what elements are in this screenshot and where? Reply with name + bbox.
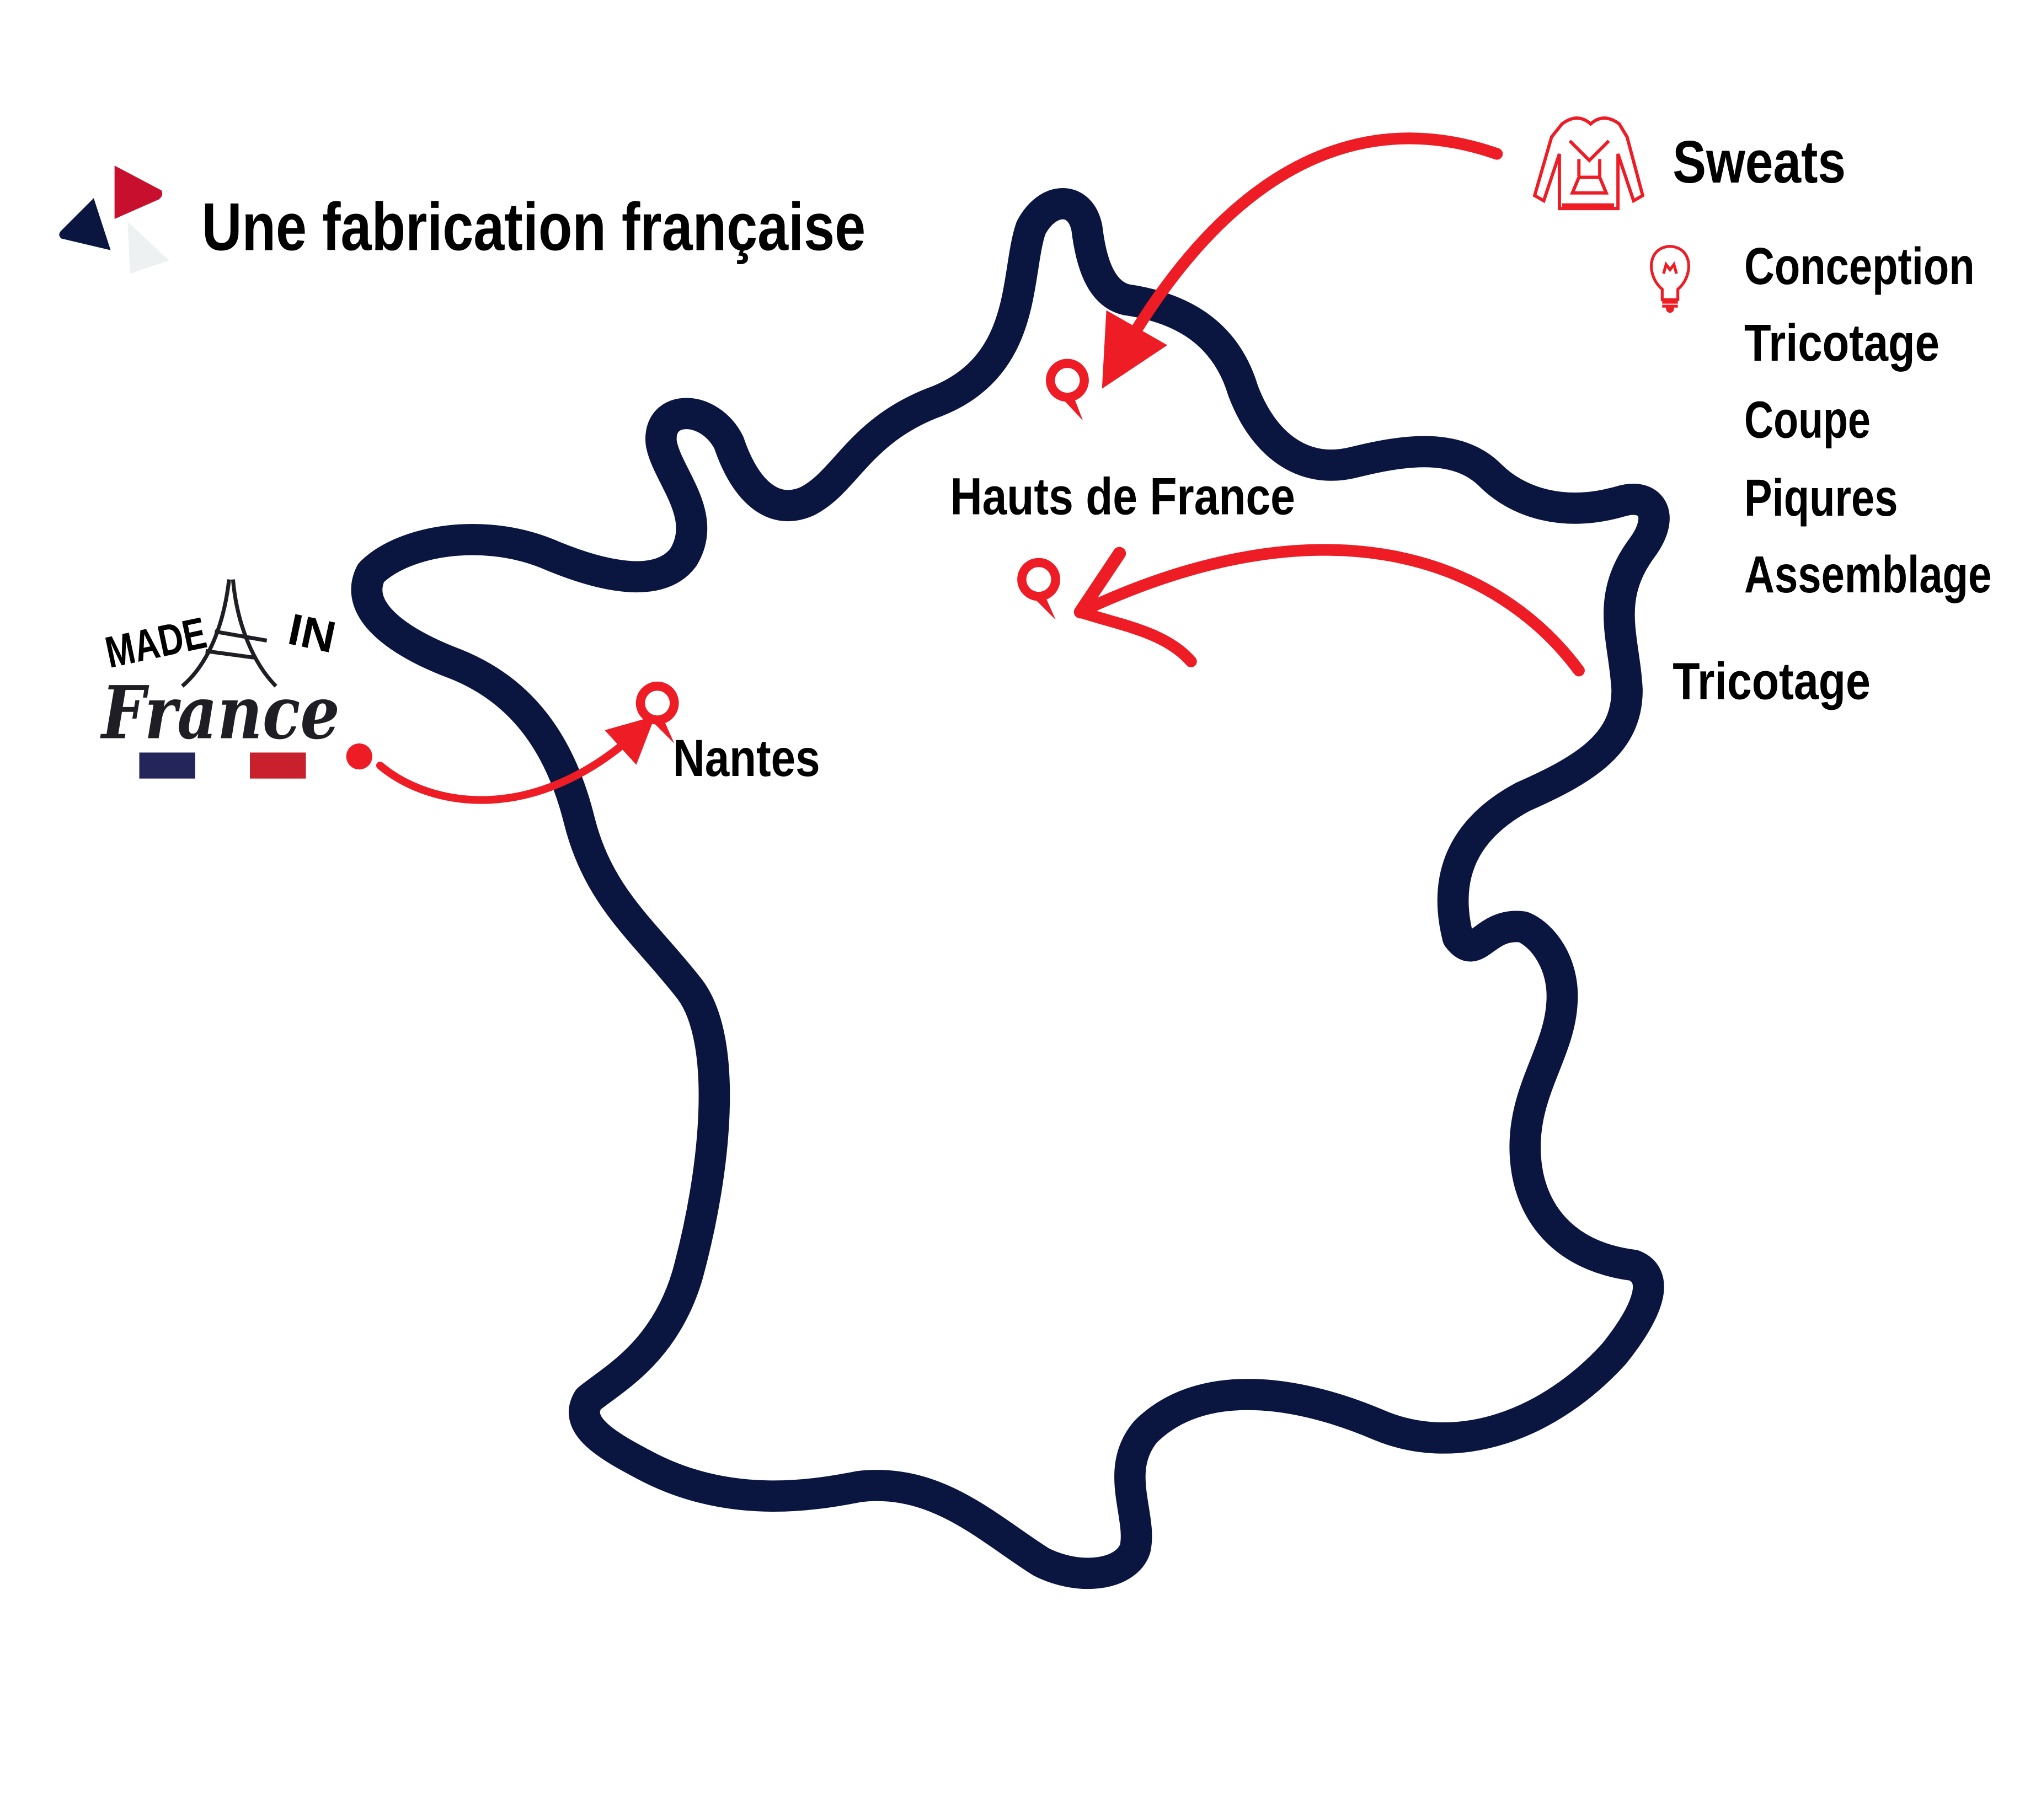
pin-hauts-de-france-icon — [1046, 358, 1089, 421]
page-title: Une fabrication française — [202, 190, 865, 265]
step-item: Coupe — [1744, 391, 1871, 449]
arrow-made-in-france-to-nantes — [376, 716, 655, 804]
location-label-nantes: Nantes — [673, 730, 820, 788]
step-item: Tricotage — [1744, 314, 1940, 372]
steps-list: Conception Tricotage Coupe Piqures Assem… — [1744, 238, 1991, 604]
location-label-hauts-de-france: Hauts de France — [950, 468, 1295, 526]
step-item: Conception — [1744, 238, 1975, 296]
brand-logo-icon — [59, 165, 169, 274]
origin-dot — [346, 743, 372, 770]
france-map-outline — [351, 188, 1670, 1589]
pin-nantes-icon — [635, 681, 679, 743]
step-item: Assemblage — [1744, 546, 1991, 604]
lightbulb-icon — [1650, 244, 1690, 313]
product-label: Sweats — [1673, 129, 1846, 196]
arrow-sweats-to-hauts-de-france — [1102, 132, 1503, 389]
eiffel-tower-icon — [181, 579, 277, 688]
badge-france: France — [100, 671, 340, 756]
made-in-france-badge: MADE IN France — [100, 579, 340, 779]
badge-made: MADE — [101, 607, 211, 677]
flag-red-bar — [250, 752, 306, 779]
arrow-tricotage-to-map — [1074, 544, 1585, 677]
step-item: Piqures — [1744, 469, 1898, 527]
hoodie-icon — [1532, 116, 1645, 211]
flag-blue-bar — [139, 752, 195, 779]
arrow-head — [1073, 547, 1126, 619]
badge-in: IN — [284, 604, 340, 662]
pin-tricotage-icon — [1017, 558, 1060, 620]
location-label-tricotage: Tricotage — [1673, 653, 1871, 711]
